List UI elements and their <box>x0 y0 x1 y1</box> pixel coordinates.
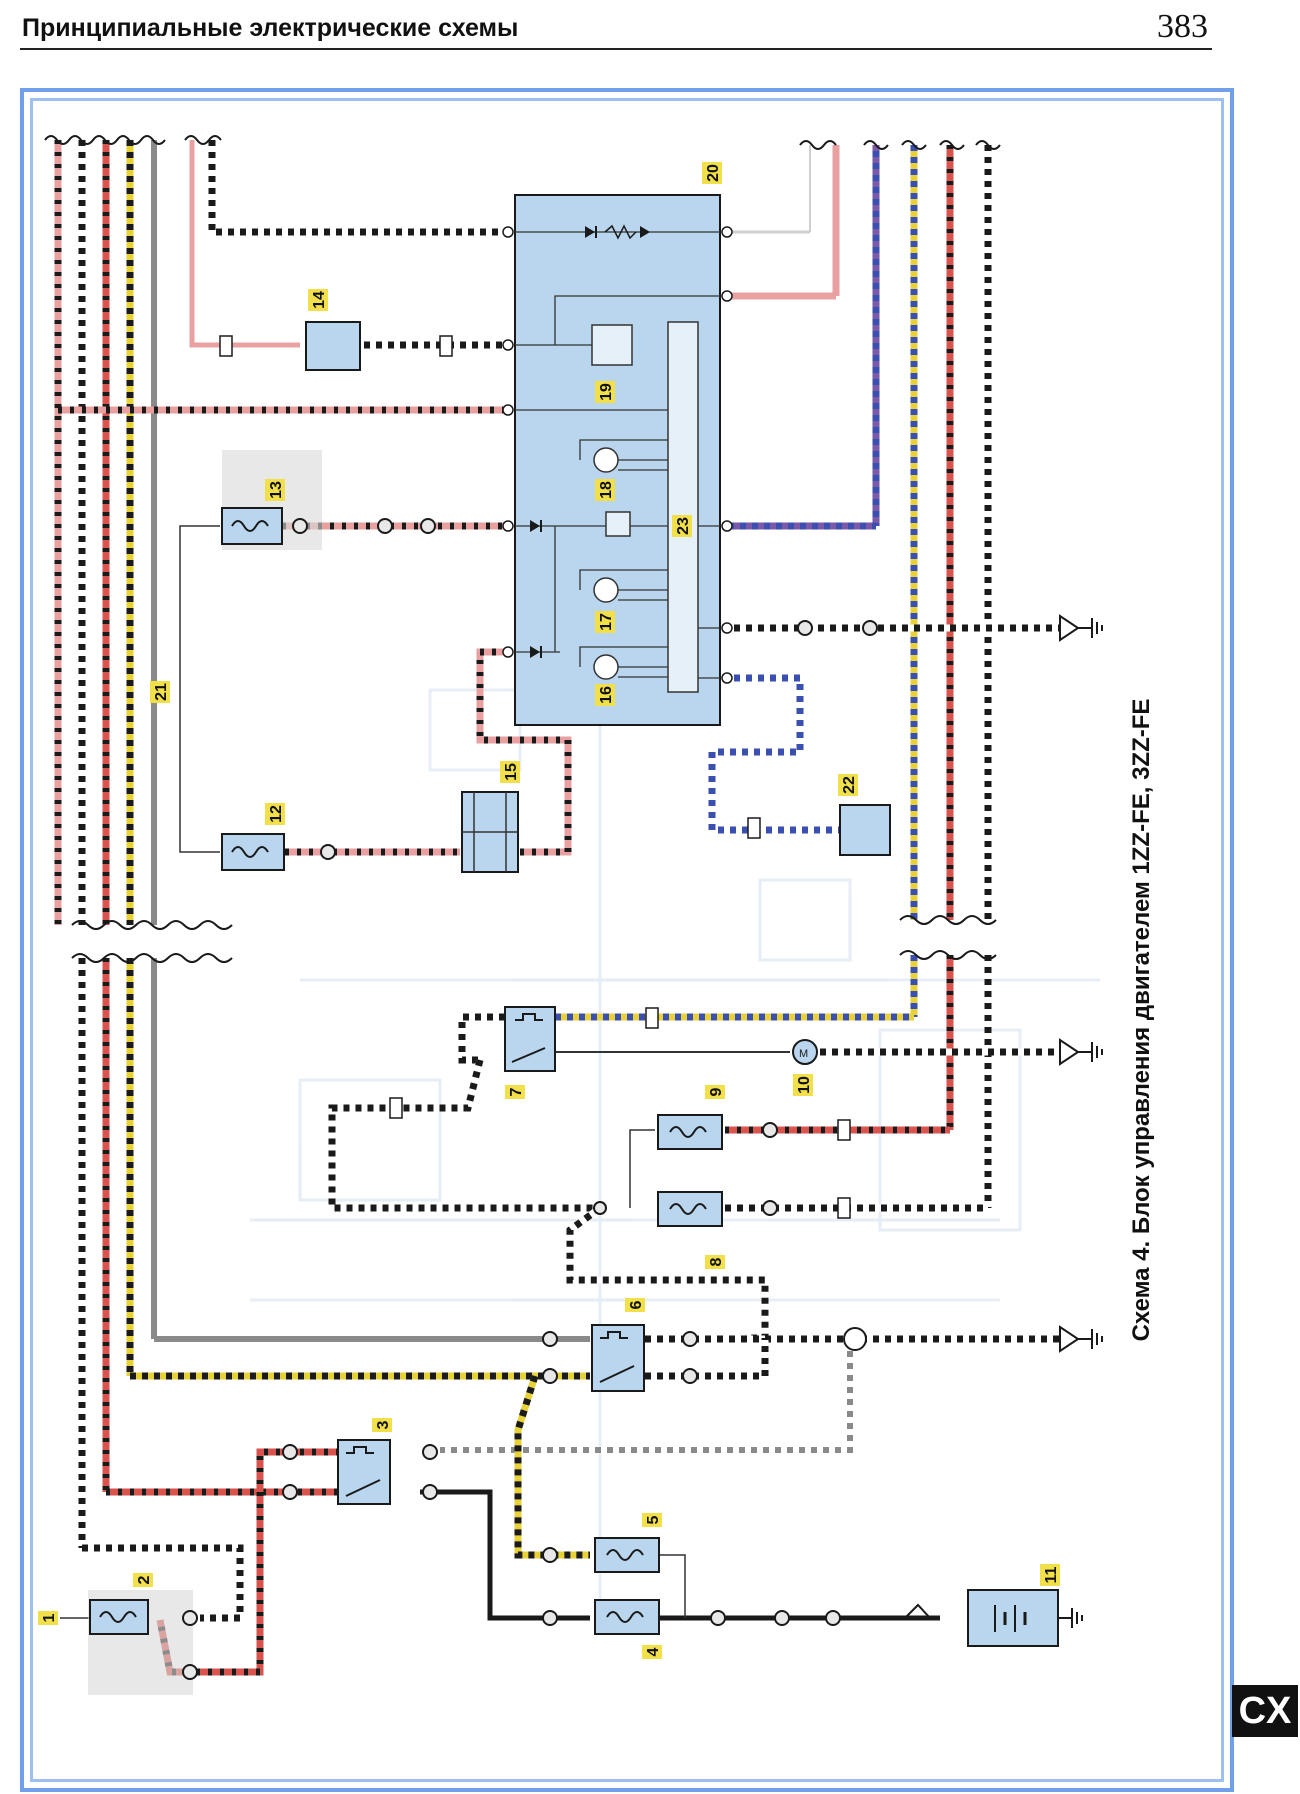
label-text-22: 22 <box>841 776 858 794</box>
label-text-19: 19 <box>598 383 615 401</box>
label-text-9: 9 <box>708 1087 725 1096</box>
label-text-16: 16 <box>598 686 615 704</box>
page-header: Принципиальные электрические схемы 383 <box>20 8 1212 50</box>
plug-connectors <box>219 335 851 1219</box>
right-break-marks <box>799 140 1001 960</box>
label-text-7: 7 <box>508 1087 525 1096</box>
label-text-12: 12 <box>268 805 285 823</box>
label-8: 8 <box>705 1255 725 1269</box>
components: M <box>88 321 1059 1695</box>
label-6: 6 <box>625 1298 645 1312</box>
connectors <box>182 518 878 1680</box>
page-number: 383 <box>1157 8 1208 45</box>
svg-text:M: M <box>799 1048 808 1060</box>
label-19: 19 <box>595 381 615 403</box>
label-14: 14 <box>308 289 328 311</box>
label-text-21: 21 <box>153 683 170 701</box>
label-text-20: 20 <box>705 164 722 182</box>
label-20: 20 <box>702 162 722 184</box>
diagram-caption: Схема 4. Блок управления двигателем 1ZZ-… <box>1128 698 1155 1342</box>
label-3: 3 <box>372 1418 392 1432</box>
label-text-5: 5 <box>645 1515 662 1524</box>
label-text-11: 11 <box>1043 1566 1060 1583</box>
label-13: 13 <box>265 479 285 501</box>
lower-wires <box>60 1013 1060 1676</box>
label-text-10: 10 <box>796 1076 813 1094</box>
label-12: 12 <box>265 803 285 825</box>
label-16: 16 <box>595 684 615 706</box>
label-text-15: 15 <box>503 763 520 781</box>
label-10: 10 <box>793 1074 813 1096</box>
ground-symbols <box>1058 614 1103 1628</box>
left-break-marks <box>44 135 233 963</box>
label-18: 18 <box>595 479 615 501</box>
label-text-23: 23 <box>675 517 692 535</box>
right-bus <box>806 145 992 1208</box>
corner-section-tab: CX <box>1232 1685 1298 1737</box>
label-21: 21 <box>150 681 170 703</box>
left-bus <box>54 140 157 1548</box>
label-text-6: 6 <box>628 1300 645 1309</box>
label-4: 4 <box>642 1645 662 1659</box>
label-5: 5 <box>642 1513 662 1527</box>
label-9: 9 <box>705 1085 725 1099</box>
label-text-17: 17 <box>598 613 615 631</box>
label-text-14: 14 <box>311 291 328 309</box>
label-text-3: 3 <box>375 1420 392 1429</box>
label-text-1: 1 <box>41 1613 58 1622</box>
label-22: 22 <box>838 774 858 796</box>
diagram-frame <box>20 88 1234 1792</box>
label-23: 23 <box>672 515 692 537</box>
label-15: 15 <box>500 761 520 783</box>
label-text-18: 18 <box>598 481 615 499</box>
page-title: Принципиальные электрические схемы <box>22 14 519 42</box>
label-text-4: 4 <box>645 1647 662 1656</box>
label-text-13: 13 <box>268 481 285 499</box>
ecu-block <box>502 194 733 726</box>
label-11: 11 <box>1040 1564 1060 1586</box>
label-7: 7 <box>505 1085 525 1099</box>
label-text-8: 8 <box>708 1257 725 1266</box>
label-17: 17 <box>595 611 615 633</box>
label-1: 1 <box>38 1611 58 1625</box>
label-2: 2 <box>133 1573 153 1587</box>
label-text-2: 2 <box>136 1575 153 1584</box>
